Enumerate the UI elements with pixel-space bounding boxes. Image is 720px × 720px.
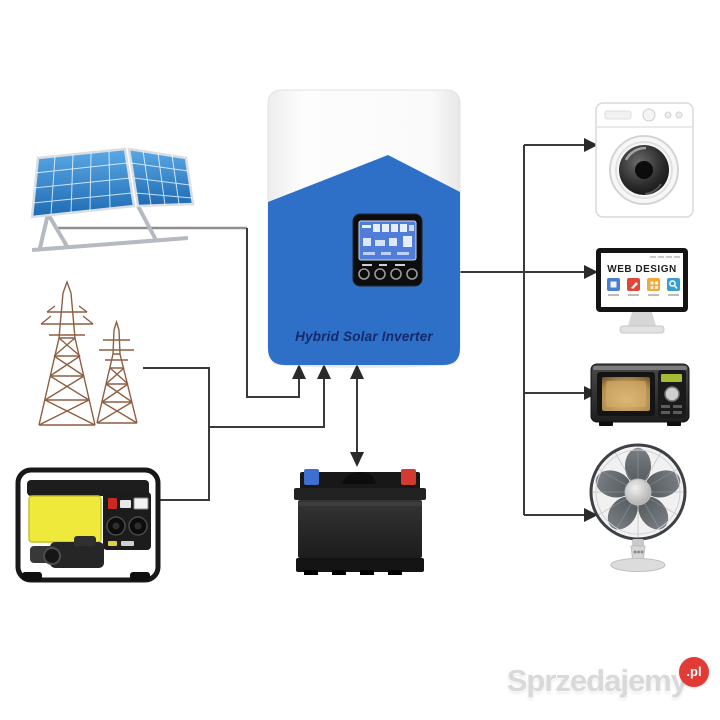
solar-panel — [30, 147, 195, 219]
generator-engine — [30, 536, 104, 568]
lcd-segments — [362, 224, 414, 255]
washer-door — [609, 135, 679, 205]
screen-menu — [650, 256, 680, 258]
fan-stand — [610, 539, 666, 572]
battery-feet — [304, 570, 402, 575]
microwave-dial — [664, 386, 680, 402]
microwave-controls — [658, 370, 686, 418]
battery-lid — [294, 488, 426, 500]
battery-terminal-positive — [401, 469, 416, 485]
lcd-display — [352, 213, 423, 287]
watermark: Sprzedajemy .pl — [500, 655, 715, 710]
arrow-down-icon — [350, 452, 364, 467]
microwave-oven — [589, 362, 693, 430]
fan-hub — [624, 478, 652, 506]
microwave-door — [597, 372, 655, 416]
inverter-buttons — [358, 268, 418, 280]
fan-blades — [595, 448, 681, 530]
arrow-up-icon — [350, 364, 364, 379]
power-switch — [108, 498, 117, 509]
panel-grid — [32, 150, 193, 216]
watermark-brand: Sprzedajemy — [506, 663, 688, 698]
power-grid-towers — [25, 278, 150, 430]
battery-base — [296, 558, 424, 572]
transmission-tower-icon — [38, 279, 138, 426]
solar-panel-array — [10, 140, 205, 258]
desk-fan — [585, 438, 695, 572]
hybrid-solar-inverter: Hybrid Solar Inverter — [265, 86, 463, 368]
inverter-label: Hybrid Solar Inverter — [295, 329, 433, 344]
generator-frame — [15, 467, 161, 583]
pen-icon — [627, 278, 640, 291]
wire-lines — [143, 144, 586, 516]
microwave-feet — [599, 422, 681, 426]
arrow-right-icon — [584, 508, 598, 522]
arrow-up-icon — [292, 364, 306, 379]
portable-generator — [12, 462, 164, 588]
generator-control-panel — [103, 492, 151, 550]
search-icon — [667, 278, 680, 291]
battery-handle — [342, 472, 376, 484]
battery — [288, 458, 432, 580]
microwave-display — [661, 374, 682, 382]
battery-terminal-negative — [304, 469, 319, 485]
screen-tiles — [607, 278, 680, 296]
generator-side-panel — [28, 495, 102, 543]
panel-stand — [31, 205, 189, 252]
arrow-right-icon — [584, 138, 598, 152]
screen-title: WEB DESIGN — [607, 264, 676, 275]
arrow-up-icon — [317, 364, 331, 379]
flow-arrow-icons — [292, 138, 598, 522]
button-labels — [362, 264, 405, 266]
monitor-stand — [619, 312, 665, 334]
arrow-right-icon — [584, 265, 598, 279]
washer-controls — [604, 108, 683, 122]
watermark-pl-badge: .pl — [679, 657, 709, 687]
washing-machine — [593, 100, 697, 222]
computer-monitor: WEB DESIGN — [594, 246, 694, 338]
battery-body — [298, 500, 422, 558]
